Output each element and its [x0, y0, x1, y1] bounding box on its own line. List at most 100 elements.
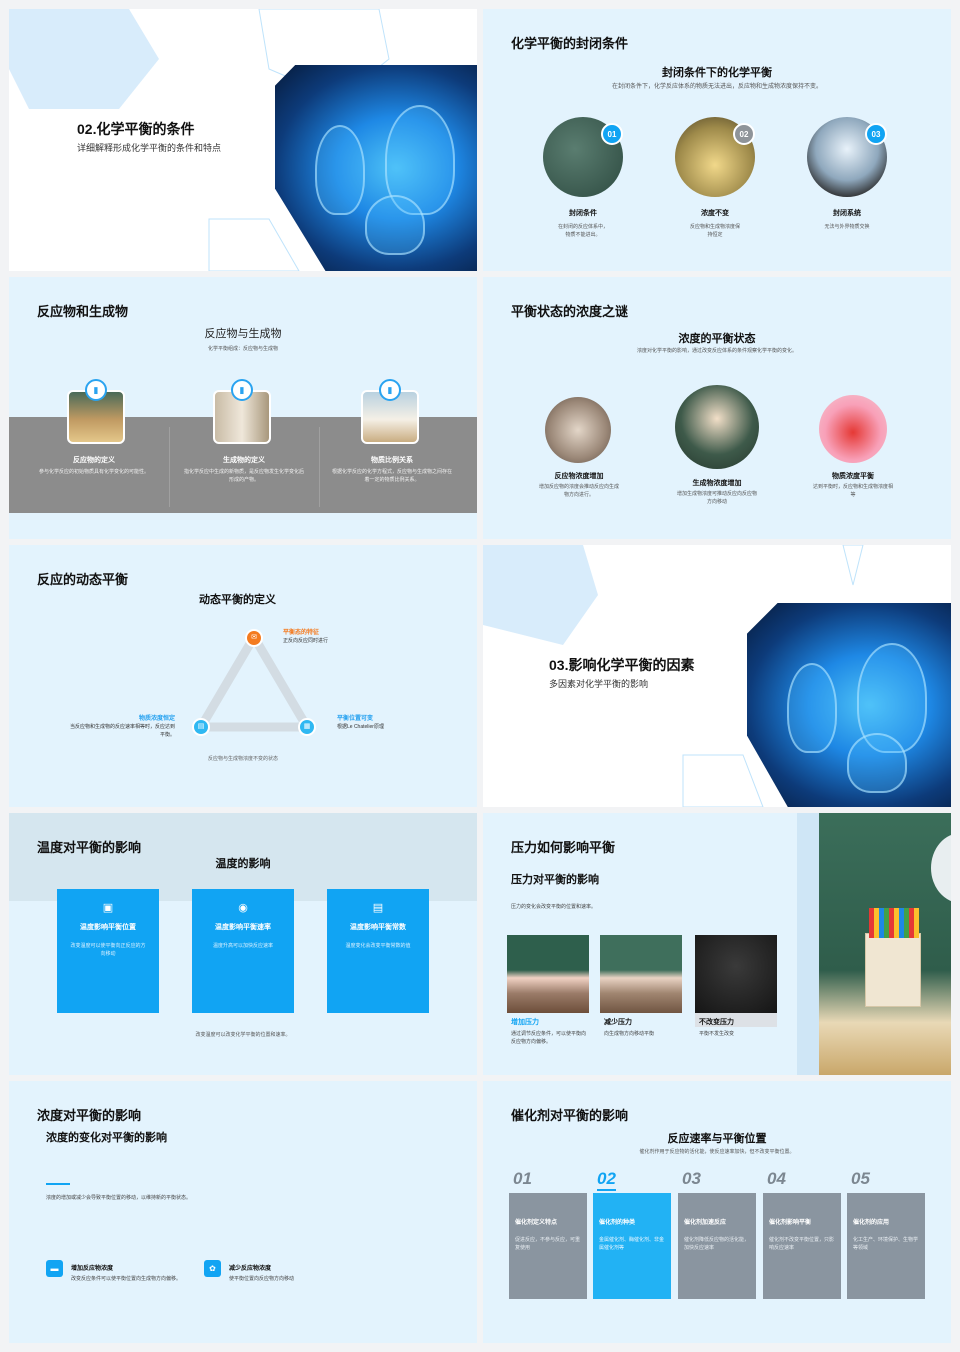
- pencil-cup: [865, 933, 921, 1007]
- item-name: 反应物的定义: [73, 457, 115, 464]
- step-card: 催化剂的应用 化工生产、环境保护、生物学等领域: [847, 1193, 925, 1299]
- slide-title: 反应的动态平衡: [37, 572, 129, 587]
- caption-box: [600, 1013, 682, 1027]
- slide-title: 温度对平衡的影响: [37, 840, 142, 855]
- card-desc: 改变温度可以使平衡向正反应的方向移动: [70, 943, 146, 957]
- chapter-subtitle: 多因素对化学平衡的影响: [549, 679, 649, 689]
- classroom-photo: [507, 935, 589, 1013]
- teacher-photo: [675, 385, 759, 469]
- printer-icon: ▤: [372, 902, 384, 914]
- step-card-active: 催化剂的种类 金属催化剂、酶催化剂、非金属催化剂等: [593, 1193, 671, 1299]
- step-title: 催化剂影响平衡: [769, 1220, 812, 1226]
- slide-dynamic-equilibrium[interactable]: 反应的动态平衡 动态平衡的定义 ✉ ▤ ▦ 平衡态的特征 正反向反应同时进行 物…: [9, 545, 477, 807]
- card-title: 温度影响平衡常数: [350, 924, 406, 931]
- item-desc: 改变反应条件可以使平衡位置向生成物方向偏移。: [71, 1276, 182, 1282]
- item-desc: 指化学反应中生成的新物质，是反应物发生化学变化后形成的产物。: [184, 469, 305, 483]
- item-desc: 增加反应物的浓度会推动反应向生成物方向进行。: [539, 484, 620, 498]
- number-badge: 02: [733, 123, 755, 145]
- step-number: 05: [851, 1169, 870, 1188]
- lab-photo: [275, 65, 477, 271]
- card-desc: 温度变化会改变平衡常数的值: [345, 943, 411, 949]
- slide-heading: 浓度的平衡状态: [678, 333, 756, 345]
- lab-photo: [747, 603, 951, 807]
- slide-desc: 浓度对化学平衡的影响，通过改变反应体系的条件观察化学平衡的变化。: [636, 348, 797, 354]
- caption-box: [507, 1013, 589, 1027]
- slide-heading: 反应物与生成物: [204, 328, 282, 340]
- node-right-desc: 根据Le Chatelier原理: [337, 724, 384, 730]
- pencils: [869, 908, 919, 938]
- classroom-photo: [545, 397, 611, 463]
- step-number: 01: [513, 1169, 532, 1188]
- item-desc: 平衡不发生改变: [699, 1031, 735, 1037]
- slide-title: 化学平衡的封闭条件: [511, 36, 629, 51]
- item-name: 浓度不变: [701, 210, 729, 217]
- slide-desc: 在封闭条件下，化学反应体系的物质无法进出，反应物和生成物浓度保持不变。: [611, 84, 822, 90]
- item-desc: 无法与外界物质交换: [824, 224, 870, 230]
- item-name: 封闭条件: [569, 210, 597, 217]
- slide-desc: 浓度的增加或减少会导致平衡位置的移动，以维持新的平衡状态。: [46, 1195, 192, 1201]
- item-desc: 参与化学反应的初始物质具有化学变化的可能性。: [38, 469, 149, 475]
- chapter-title: 03.影响化学平衡的因素: [549, 657, 695, 673]
- header-band: [9, 813, 477, 901]
- info-card: ▤ 温度影响平衡常数 温度变化会改变平衡常数的值: [327, 889, 429, 1013]
- card-title: 温度影响平衡速率: [215, 924, 271, 931]
- chart-icon: ▬: [46, 1260, 63, 1277]
- step-title: 催化剂加速反应: [684, 1220, 727, 1226]
- slide-heading: 压力对平衡的影响: [511, 874, 599, 886]
- item-name: 生成物浓度增加: [692, 480, 742, 487]
- globe: [931, 833, 951, 903]
- node-top-name: 平衡态的特征: [283, 630, 320, 636]
- slide-title: 平衡状态的浓度之谜: [511, 304, 629, 319]
- divider: [319, 427, 320, 507]
- slide-concentration-effect[interactable]: 浓度对平衡的影响 浓度的变化对平衡的影响 浓度的增加或减少会导致平衡位置的移动，…: [9, 1081, 477, 1343]
- slide-closed-condition[interactable]: 化学平衡的封闭条件 封闭条件下的化学平衡 在封闭条件下，化学反应体系的物质无法进…: [483, 9, 951, 271]
- item-name: 物质比例关系: [371, 457, 413, 464]
- chapter-subtitle: 详细解释形成化学平衡的条件和特点: [77, 143, 222, 153]
- step-title: 催化剂的种类: [599, 1220, 636, 1226]
- step-card: 催化剂加速反应 催化剂降低反应物的活化能，加快反应速率: [678, 1193, 756, 1299]
- item-name: 不改变压力: [699, 1019, 734, 1026]
- node-left-desc: 当反应物和生成物的反应速率相等时，反应达到平衡。: [69, 724, 175, 738]
- slide-footer: 改变温度可以改变化学平衡的位置和速率。: [195, 1032, 291, 1038]
- chart-icon: ▮: [85, 379, 107, 401]
- item-name: 生成物的定义: [223, 457, 265, 464]
- settings-icon: ✿: [204, 1260, 221, 1277]
- number-badge: 03: [865, 123, 887, 145]
- item-desc: 通过调节反应条件，可以使平衡向反应物方向偏移。: [511, 1031, 587, 1045]
- slide-reactants-products[interactable]: 反应物和生成物 反应物与生成物 化学平衡组成：反应物与生成物 ▮ ▮ ▮ 反应物…: [9, 277, 477, 539]
- slide-heading: 反应速率与平衡位置: [667, 1133, 767, 1145]
- slide-heading: 动态平衡的定义: [199, 594, 276, 606]
- step-card: 催化剂影响平衡 催化剂不改变平衡位置，只影响反应速率: [763, 1193, 841, 1299]
- slide-concentration-mystery[interactable]: 平衡状态的浓度之谜 浓度的平衡状态 浓度对化学平衡的影响，通过改变反应体系的条件…: [483, 277, 951, 539]
- slide-chapter-02[interactable]: 02.化学平衡的条件 详细解释形成化学平衡的条件和特点: [9, 9, 477, 271]
- step-desc: 化工生产、环境保护、生物学等领域: [853, 1237, 919, 1251]
- slide-title: 浓度对平衡的影响: [37, 1108, 142, 1123]
- mail-icon: ✉: [245, 629, 263, 647]
- step-title: 催化剂定义特点: [515, 1220, 558, 1226]
- file-icon: ▦: [298, 718, 316, 736]
- step-title: 催化剂的应用: [853, 1220, 890, 1226]
- slide-catalyst[interactable]: 催化剂对平衡的影响 反应速率与平衡位置 催化剂作用于反应物的活化能，使反应速率加…: [483, 1081, 951, 1343]
- accent-line: [46, 1183, 70, 1185]
- slide-heading: 封闭条件下的化学平衡: [662, 67, 772, 79]
- item-desc: 向生成物方向移动平衡: [604, 1031, 655, 1037]
- item-name: 减少反应物浓度: [229, 1266, 272, 1272]
- target-icon: ◉: [238, 902, 248, 914]
- slide-desc: 压力的变化会改变平衡的位置和速率。: [511, 904, 597, 910]
- slide-temperature[interactable]: 温度对平衡的影响 温度的影响 ▣ 温度影响平衡位置 改变温度可以使平衡向正反应的…: [9, 813, 477, 1075]
- item-desc: 使平衡位置向反应物方向移动: [229, 1276, 295, 1282]
- item-name: 物质浓度平衡: [832, 473, 874, 480]
- step-number: 04: [767, 1169, 786, 1188]
- caption-box: [695, 1013, 777, 1027]
- step-desc: 催化剂不改变平衡位置，只影响反应速率: [769, 1237, 835, 1251]
- item-name: 封闭系统: [833, 210, 861, 217]
- item-name: 增加压力: [511, 1019, 539, 1026]
- card-desc: 温度升高可以加快反应速率: [212, 943, 273, 949]
- briefcase-icon: ▣: [102, 902, 114, 914]
- item-desc: 根据化学反应的化学方程式，反应物与生成物之间存在着一定的物质比例关系。: [332, 469, 453, 483]
- item-desc: 达到平衡时，反应物和生成物浓度相等: [813, 484, 894, 498]
- slide-desc: 催化剂作用于反应物的活化能，使反应速率加快，但不改变平衡位置。: [639, 1149, 795, 1155]
- slide-pressure[interactable]: 压力如何影响平衡 压力对平衡的影响 压力的变化会改变平衡的位置和速率。 增加压力…: [483, 813, 951, 1075]
- slide-chapter-03[interactable]: 03.影响化学平衡的因素 多因素对化学平衡的影响: [483, 545, 951, 807]
- item-desc: 在封闭的反应体系中，物质不能进出。: [558, 224, 609, 238]
